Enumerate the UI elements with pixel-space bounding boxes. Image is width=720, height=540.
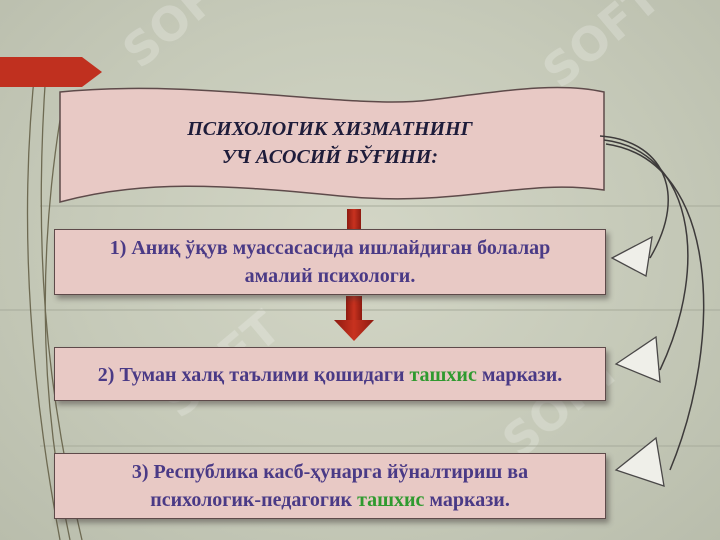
item-1-line-2: амалий психологи. [244,265,416,287]
item-3-text-after: маркази. [424,489,510,511]
down-arrow-2 [334,296,374,341]
title-line-1: ПСИХОЛОГИК ХИЗМАТНИНГ [187,118,473,140]
item-2-highlight: ташхис [409,364,477,386]
item-box-2: 2) Туман халқ таълими қошидаги ташхис ма… [54,347,606,401]
item-3-text-before: психологик-педагогик [150,489,358,511]
svg-text:SOFT: SOFT [532,0,671,98]
item-3-line-2: психологик-педагогик ташхис маркази. [55,486,605,514]
item-box-1: 1) Аниқ ўқув муассасасида ишлайдиган бол… [54,229,606,295]
title-line-2: УЧ АСОСИЙ БЎҒИНИ: [222,146,438,168]
accent-bar [0,57,102,87]
item-2-text-after: маркази. [476,364,563,386]
item-box-3: 3) Республика касб-ҳунарга йўналтириш ва… [54,453,606,519]
slide-title: ПСИХОЛОГИК ХИЗМАТНИНГ УЧ АСОСИЙ БЎҒИНИ: [100,115,560,171]
right-connectors [599,135,705,471]
item-3-line-1: 3) Республика касб-ҳунарга йўналтириш ва [131,461,529,483]
down-arrow-1 [347,209,361,229]
title-banner [59,86,605,203]
item-1-line-1: 1) Аниқ ўқув муассасасида ишлайдиган бол… [109,237,551,259]
svg-text:SOFT: SOFT [112,0,251,78]
item-2-text-before: 2) Туман халқ таълими қошидаги [97,364,410,386]
right-arrowheads [610,235,665,487]
item-3-highlight: ташхис [357,489,425,511]
